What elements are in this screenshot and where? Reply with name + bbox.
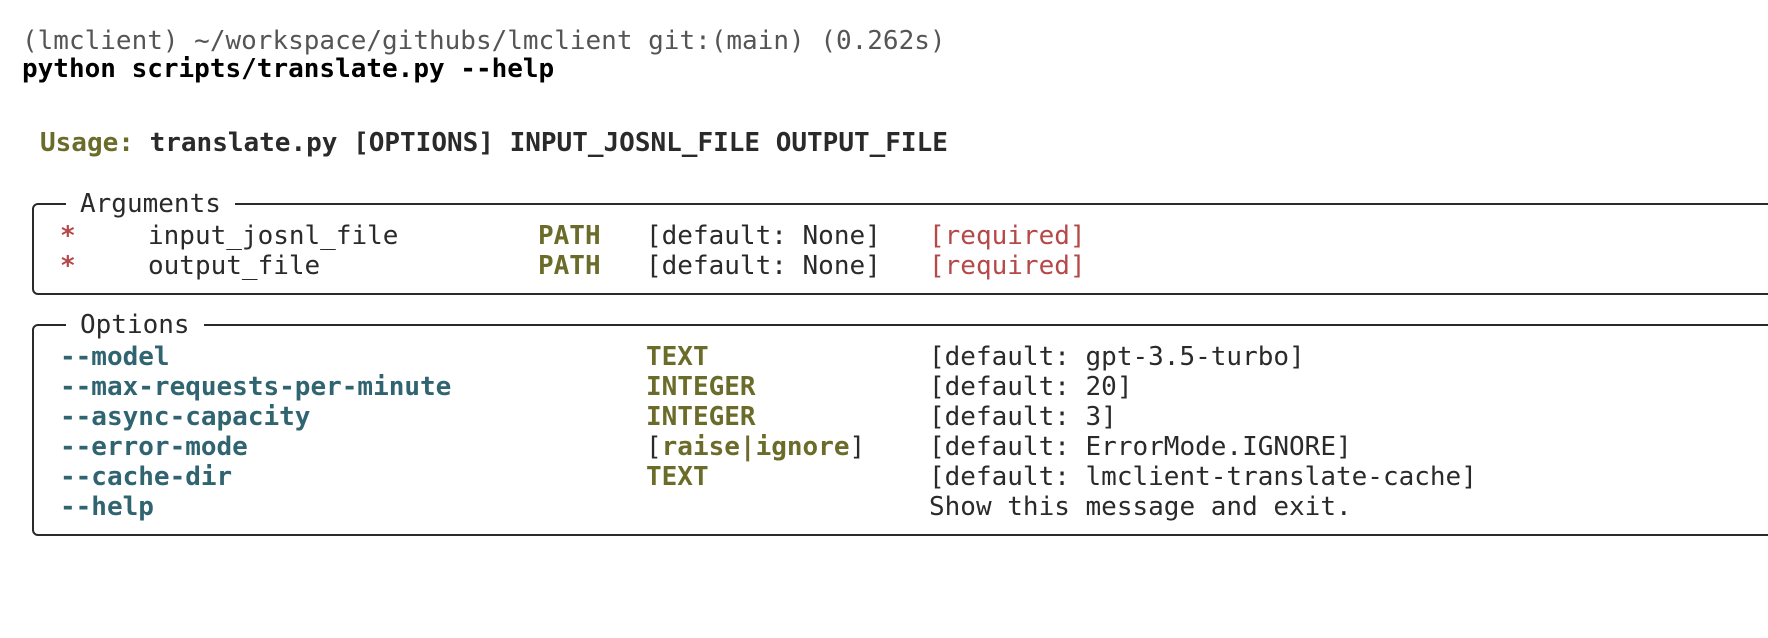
argument-row: * output_file PATH [default: None] [requ… — [34, 251, 1768, 281]
option-default: [default: ErrorMode.IGNORE] — [929, 432, 1352, 462]
option-name: --error-mode — [60, 432, 248, 462]
argument-type: PATH — [538, 221, 601, 251]
option-row: --model TEXT [default: gpt-3.5-turbo] — [34, 342, 1768, 372]
argument-type: PATH — [538, 251, 601, 281]
shell-command: python scripts/translate.py --help — [22, 54, 555, 84]
option-type-choices: [raise|ignore] — [646, 432, 865, 462]
option-name: --model — [60, 342, 170, 372]
argument-name: output_file — [148, 251, 321, 281]
option-name: --help — [60, 492, 154, 522]
arguments-panel: Arguments * input_josnl_file PATH [defau… — [32, 189, 1768, 295]
option-row: --help Show this message and exit. — [34, 492, 1768, 522]
option-name: --cache-dir — [60, 462, 233, 492]
choices-values: raise|ignore — [661, 432, 850, 462]
option-default: [default: gpt-3.5-turbo] — [929, 342, 1305, 372]
option-type: INTEGER — [646, 402, 756, 432]
usage-line: Usage: translate.py [OPTIONS] INPUT_JOSN… — [40, 128, 948, 158]
options-panel: Options --model TEXT [default: gpt-3.5-t… — [32, 310, 1768, 536]
option-row: --error-mode [raise|ignore] [default: Er… — [34, 432, 1768, 462]
option-type: TEXT — [646, 342, 709, 372]
option-row: --max-requests-per-minute INTEGER [defau… — [34, 372, 1768, 402]
option-default: [default: 3] — [929, 402, 1117, 432]
option-row: --async-capacity INTEGER [default: 3] — [34, 402, 1768, 432]
required-marker: * — [60, 251, 76, 281]
usage-label: Usage: — [40, 128, 134, 158]
option-type: INTEGER — [646, 372, 756, 402]
shell-prompt: (lmclient) ~/workspace/githubs/lmclient … — [22, 26, 946, 56]
choices-open-bracket: [ — [646, 432, 662, 462]
option-default: [default: lmclient-translate-cache] — [929, 462, 1477, 492]
argument-required: [required] — [929, 251, 1086, 281]
arguments-panel-title: Arguments — [66, 189, 235, 219]
argument-name: input_josnl_file — [148, 221, 399, 251]
required-marker: * — [60, 221, 76, 251]
argument-default: [default: None] — [646, 251, 881, 281]
options-panel-title: Options — [66, 310, 204, 340]
argument-row: * input_josnl_file PATH [default: None] … — [34, 221, 1768, 251]
argument-required: [required] — [929, 221, 1086, 251]
option-type: TEXT — [646, 462, 709, 492]
option-row: --cache-dir TEXT [default: lmclient-tran… — [34, 462, 1768, 492]
option-name: --async-capacity — [60, 402, 311, 432]
option-name: --max-requests-per-minute — [60, 372, 452, 402]
choices-close-bracket: ] — [849, 432, 866, 462]
usage-text: translate.py [OPTIONS] INPUT_JOSNL_FILE … — [133, 128, 948, 158]
option-default: [default: 20] — [929, 372, 1133, 402]
argument-default: [default: None] — [646, 221, 881, 251]
option-help-text: Show this message and exit. — [929, 492, 1352, 522]
